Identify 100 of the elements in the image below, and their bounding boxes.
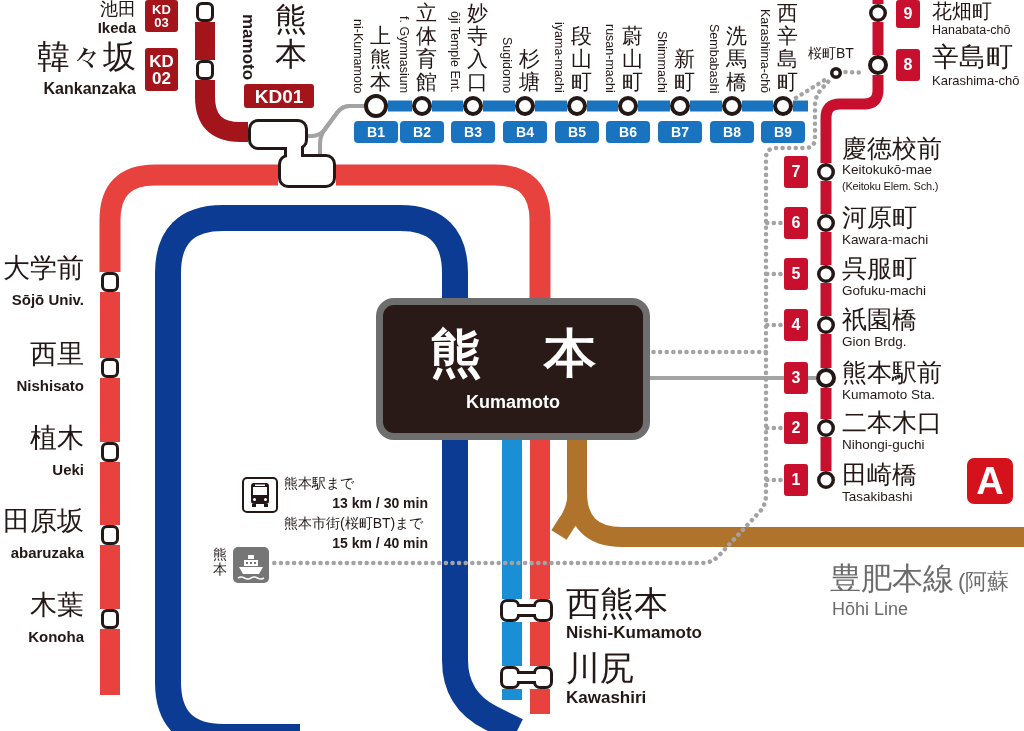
station-name-romaji: Kawashiri: [566, 689, 647, 706]
station-name: 西熊本: [566, 586, 668, 620]
tram-line: [820, 232, 832, 265]
station-name-romaji: Nishi-Kumamoto: [566, 624, 702, 641]
station-marker: [101, 609, 119, 629]
station-marker: [101, 272, 119, 292]
dotted-bus-route: [763, 477, 783, 483]
ship-icon: [233, 547, 269, 583]
station-name: 熊本: [429, 327, 659, 379]
station-marker: [101, 525, 119, 545]
tram-line: [535, 100, 567, 112]
tram-line: [638, 100, 670, 112]
railway-line: [530, 440, 550, 599]
station-name: 二本木口: [842, 410, 942, 435]
railway-line: [502, 440, 522, 599]
dotted-bus-route: [651, 349, 769, 355]
station-marker: [816, 368, 836, 388]
station-name: 上熊本: [370, 23, 391, 93]
station-marker: [817, 316, 835, 334]
station-number: 1: [784, 464, 808, 496]
railway-line: [442, 440, 523, 731]
station-name: 西里: [29, 341, 84, 368]
transfer-line: [808, 376, 816, 380]
tram-line: [432, 100, 463, 112]
tram-line: [483, 100, 515, 112]
station-marker: [196, 2, 214, 22]
station-name: 田崎橋: [842, 462, 917, 487]
station-marker: [817, 265, 835, 283]
railway-line: [100, 545, 120, 609]
station-name: 池田: [99, 0, 136, 18]
tram-line: [793, 100, 808, 112]
station-name: 妙寺入口: [467, 0, 488, 93]
station-name-romaji: Keitokukō-mae: [842, 163, 933, 177]
station-name-romaji: rusan-machi: [603, 24, 616, 93]
tram-line: [872, 22, 884, 55]
station-marker: [868, 55, 888, 75]
station-name-romaji: f. Gymnasium: [397, 15, 410, 93]
station-name: 祇園橋: [842, 307, 917, 332]
line-name: 豊肥本線: [830, 563, 954, 594]
station-marker: [248, 119, 308, 160]
station-name-romaji: Ueki: [51, 462, 84, 477]
station-name-romaji: Kumamoto: [466, 393, 560, 411]
station-number: 8: [896, 49, 920, 81]
dotted-bus-route: [270, 79, 831, 566]
station-marker: [567, 96, 587, 116]
station-name: 蔚山町: [622, 23, 643, 93]
station-number: B5: [555, 121, 599, 143]
dotted-bus-route: [763, 220, 783, 226]
station-box: [376, 298, 650, 440]
station-name-romaji: Ikeda: [96, 20, 136, 35]
station-number: B8: [710, 121, 754, 143]
station-marker: [500, 666, 553, 689]
station-marker: [817, 214, 835, 232]
line-name-romaji: Hōhi Line: [832, 600, 909, 618]
station-name-romaji: Shimmachi: [655, 31, 668, 93]
station-number: 2: [784, 412, 808, 444]
railway-line: [336, 164, 551, 298]
station-marker: [869, 4, 887, 22]
station-marker: [618, 96, 638, 116]
station-name-romaji: Nihongi-guchi: [842, 438, 925, 452]
station-name: 大学前: [2, 255, 84, 282]
station-name-romaji: Nishisato: [15, 378, 84, 393]
station-name-romaji: ōji Temple Ent.: [448, 11, 461, 93]
station-marker: [722, 96, 742, 116]
station-number: KD 02: [145, 48, 178, 91]
station-name: 慶徳校前: [842, 136, 942, 161]
tram-line: [820, 181, 832, 214]
station-name-romaji: abaruzaka: [9, 545, 84, 560]
railway-line: [567, 440, 1024, 547]
station-name: 西辛島町: [777, 0, 798, 93]
bus-terminal-name: 桜町BT: [808, 46, 854, 60]
tram-line: [820, 334, 832, 368]
station-number: B3: [451, 121, 495, 143]
railway-line: [99, 164, 278, 272]
station-name-romaji: Konoha: [27, 629, 84, 644]
station-name-romaji: Kankanzaka: [42, 81, 136, 97]
station-name: 辛島町: [932, 44, 1013, 71]
tram-line: [587, 100, 618, 112]
station-name-romaji: ni-Kumamoto: [351, 18, 364, 93]
station-number: 7: [784, 156, 808, 188]
station-name: 立体育館: [416, 0, 437, 93]
tram-line: [742, 100, 773, 112]
line-name-note: (阿蘇: [958, 571, 1010, 593]
station-number: B7: [658, 121, 702, 143]
dotted-bus-route: [763, 425, 783, 431]
station-marker: [364, 94, 388, 118]
railway-line: [502, 622, 522, 666]
tram-line: [820, 388, 832, 419]
railway-line: [195, 22, 215, 60]
station-name-romaji: Gion Brdg.: [842, 335, 907, 349]
station-marker: [101, 442, 119, 462]
station-number: B1: [354, 121, 398, 143]
station-name-romaji: Kumamoto Sta.: [842, 388, 936, 402]
station-name-romaji: Hanabata-chō: [932, 24, 1011, 37]
station-number: B9: [761, 121, 805, 143]
station-marker: [412, 96, 432, 116]
station-number: 6: [784, 207, 808, 239]
station-number: 5: [784, 258, 808, 290]
railway-line: [530, 622, 550, 666]
port-name: 熊本: [213, 547, 227, 578]
